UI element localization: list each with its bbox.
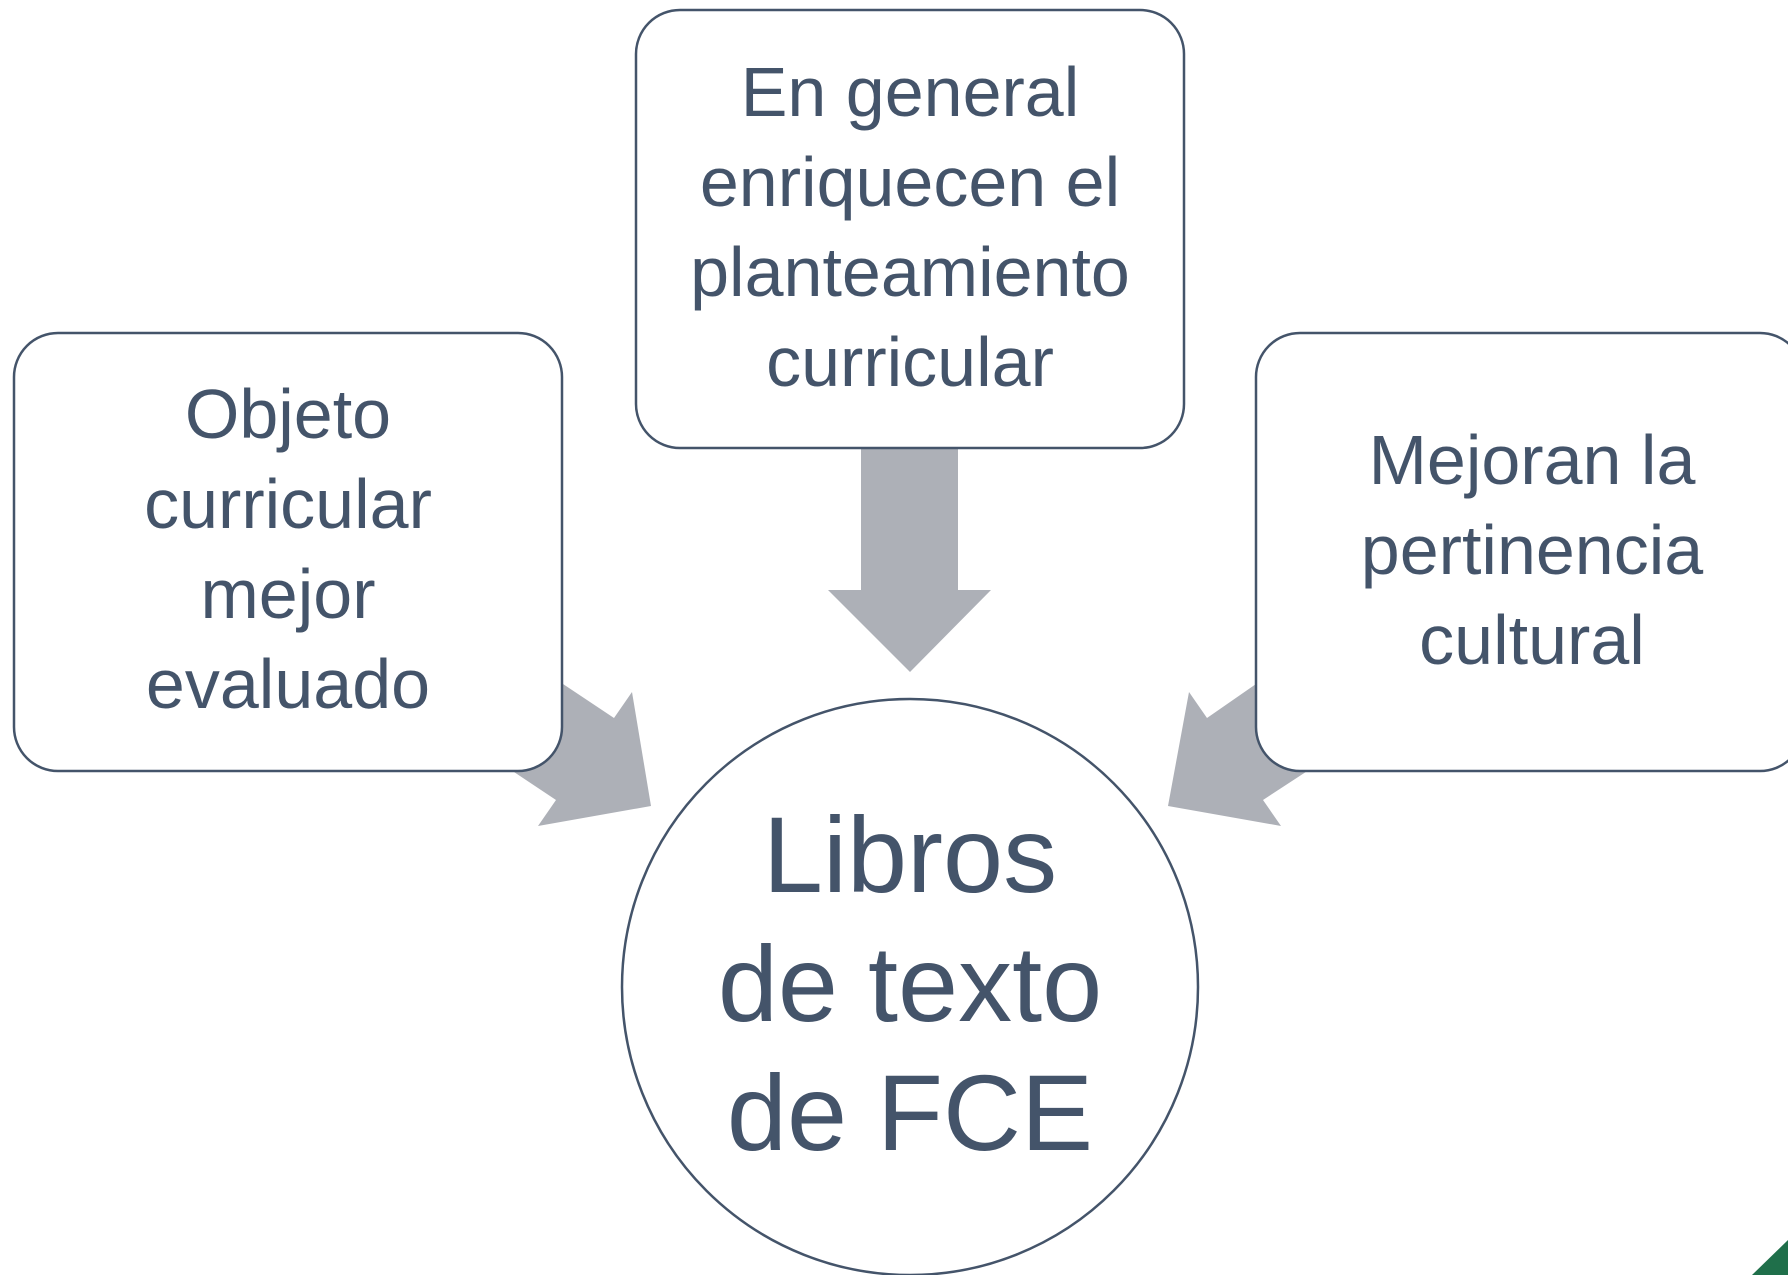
left-node-line-4: evaluado xyxy=(146,645,430,723)
top-node xyxy=(634,8,1186,450)
left-node-line-3: mejor xyxy=(200,555,375,633)
top-node-line-2: enriquecen el xyxy=(700,143,1120,221)
top-node-text: En general enriquecen el planteamiento c… xyxy=(690,53,1130,401)
center-node-line-2: de texto xyxy=(718,923,1102,1044)
center-node-text: Libros de texto de FCE xyxy=(718,794,1102,1173)
arrow-top-to-center xyxy=(828,448,991,672)
right-node-line-3: cultural xyxy=(1419,601,1645,679)
left-node-line-1: Objeto xyxy=(185,375,391,453)
corner-accent-shape xyxy=(1752,1240,1788,1275)
center-node-line-3: de FCE xyxy=(727,1052,1093,1173)
right-node-line-1: Mejoran la xyxy=(1369,421,1696,499)
center-node xyxy=(620,697,1200,1275)
right-node-line-2: pertinencia xyxy=(1361,511,1704,589)
center-node-line-1: Libros xyxy=(763,794,1057,915)
top-node-line-1: En general xyxy=(741,53,1080,131)
right-node-text: Mejoran la pertinencia cultural xyxy=(1361,421,1704,679)
left-node-line-2: curricular xyxy=(144,465,432,543)
top-node-line-4: curricular xyxy=(766,323,1054,401)
left-node xyxy=(12,331,564,773)
left-node-text: Objeto curricular mejor evaluado xyxy=(144,375,432,723)
top-node-line-3: planteamiento xyxy=(690,233,1130,311)
right-node xyxy=(1254,331,1788,773)
